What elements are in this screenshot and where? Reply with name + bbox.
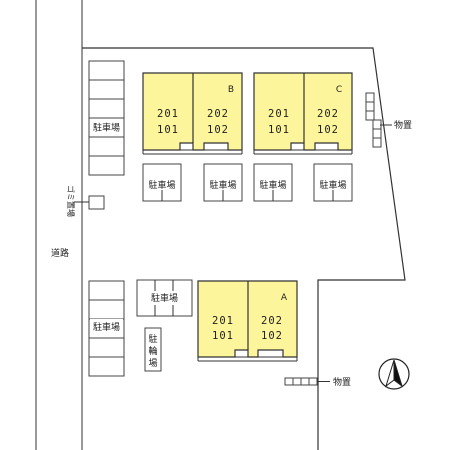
- building-a-unit-102: 102: [261, 330, 283, 342]
- building-b-unit-101: 101: [157, 124, 179, 136]
- bicycle-label-2: 輪: [148, 345, 157, 357]
- building-c-unit-202: 202: [317, 108, 339, 120]
- storage-label-upper: 物置: [394, 119, 412, 131]
- building-c-unit-201: 201: [268, 108, 290, 120]
- parking-label-3: 駐車場: [259, 179, 286, 191]
- building-a: [197, 280, 298, 362]
- storage-lower: [284, 377, 330, 386]
- garbage-label: ゴミ置場: [66, 185, 76, 217]
- north-arrow-icon: [378, 358, 410, 390]
- building-a-name: A: [281, 293, 288, 303]
- parking-label-left-lower: 駐車場: [93, 321, 120, 333]
- parking-label-2: 駐車場: [209, 179, 236, 191]
- building-b-unit-102: 102: [207, 124, 229, 136]
- parking-label-5: 駐車場: [151, 292, 178, 304]
- bicycle-label-3: 場: [148, 357, 157, 369]
- building-b: [142, 72, 243, 155]
- building-a-unit-101: 101: [212, 330, 234, 342]
- building-c-unit-102: 102: [317, 124, 339, 136]
- building-c-unit-101: 101: [268, 124, 290, 136]
- parking-left-upper: [88, 60, 125, 176]
- storage-label-lower: 物置: [333, 376, 351, 388]
- bicycle-parking: [144, 327, 162, 372]
- building-b-name: B: [228, 85, 234, 95]
- building-c: [253, 72, 353, 155]
- building-a-unit-202: 202: [261, 315, 283, 327]
- garbage-area: [88, 195, 105, 210]
- building-c-name: C: [336, 85, 342, 95]
- parking-label-left-upper: 駐車場: [93, 122, 120, 134]
- road-label: 道路: [51, 247, 69, 259]
- parking-label-1: 駐車場: [148, 179, 175, 191]
- parking-row-upper: [142, 163, 353, 202]
- building-b-unit-201: 201: [157, 108, 179, 120]
- parking-near-building-a: [136, 279, 193, 317]
- bicycle-label-1: 駐: [148, 333, 157, 345]
- storage-upper-right: [365, 92, 392, 148]
- lot-boundary: [82, 47, 406, 450]
- parking-label-4: 駐車場: [319, 179, 346, 191]
- building-a-unit-201: 201: [212, 315, 234, 327]
- building-b-unit-202: 202: [207, 108, 229, 120]
